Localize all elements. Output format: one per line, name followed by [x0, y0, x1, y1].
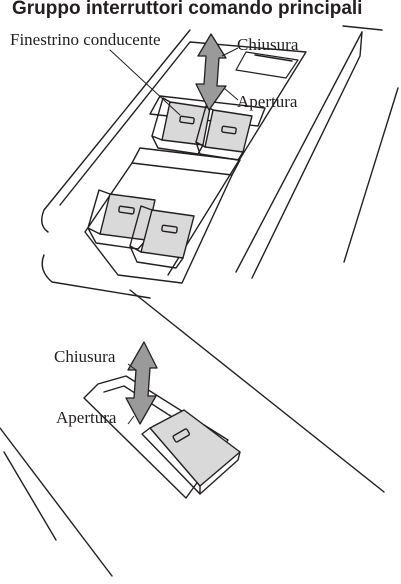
- passenger-switch-single: [141, 409, 241, 495]
- top-arrow-leaders: [221, 47, 239, 101]
- switch-bezel: [84, 95, 266, 284]
- close-label-bottom: Chiusura: [54, 347, 116, 366]
- bottom-arrow-leaders: [127, 363, 137, 425]
- passenger-window-switch: [195, 105, 253, 161]
- diagram-title: Gruppo interruttori comando principali: [12, 0, 363, 19]
- open-label-top: Apertura: [237, 92, 298, 111]
- open-label-bottom: Apertura: [56, 408, 117, 427]
- driver-window-leader-line: [109, 49, 181, 116]
- armrest-panel: [41, 25, 399, 299]
- close-label-top: Chiusura: [237, 35, 299, 54]
- bottom-double-arrow-icon: [125, 341, 158, 425]
- rear-right-window-switch: [129, 205, 195, 269]
- upper-recess: [235, 51, 299, 79]
- top-double-arrow-icon: [195, 33, 227, 111]
- door-panel-lower: [0, 289, 385, 577]
- driver-window-label: Finestrino conducente: [10, 30, 161, 49]
